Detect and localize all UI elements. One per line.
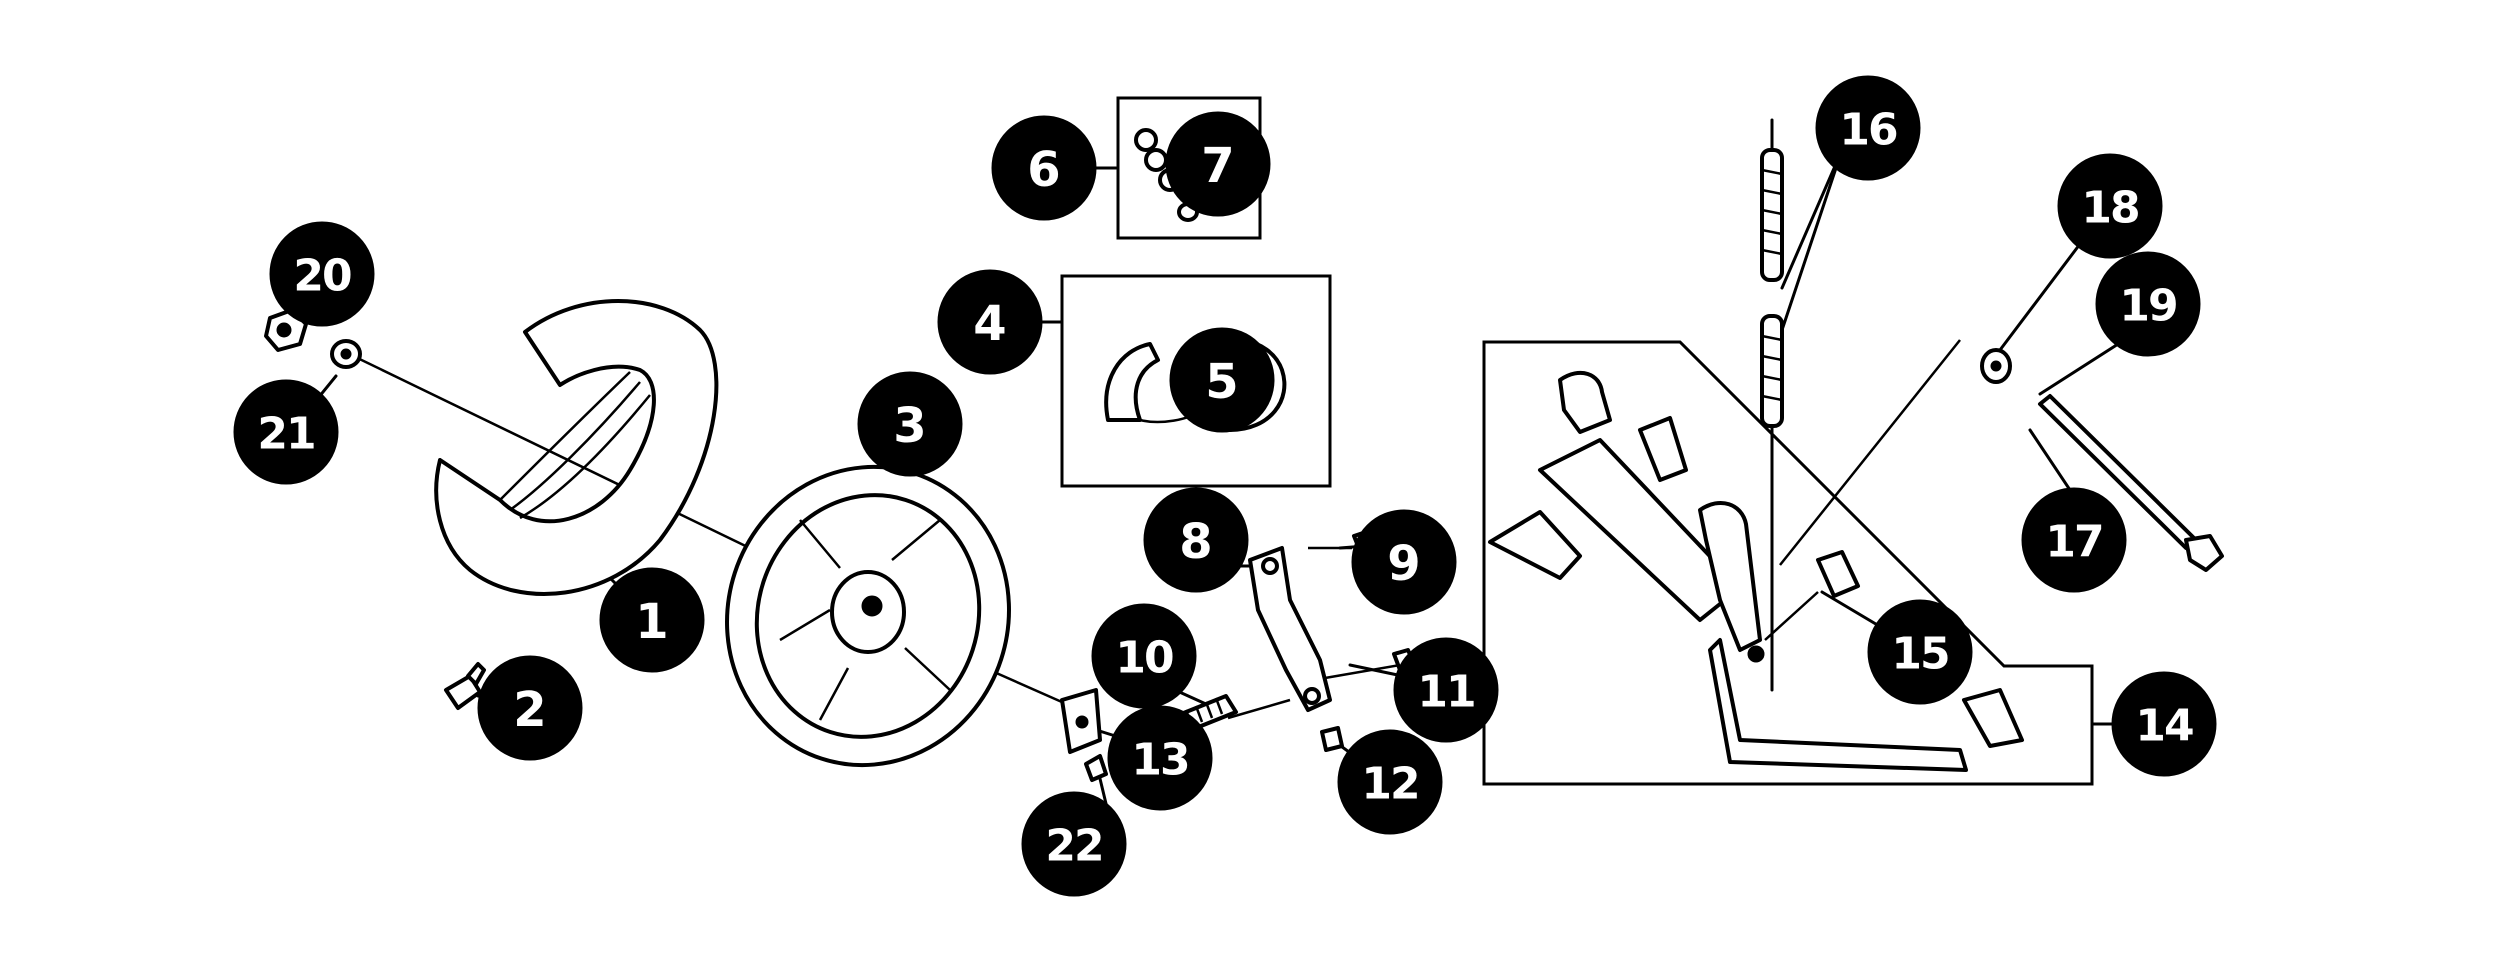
svg-text:15: 15 — [1891, 629, 1948, 680]
svg-text:21: 21 — [257, 409, 314, 460]
callout-9: 9 — [1351, 509, 1457, 615]
svg-text:12: 12 — [1361, 759, 1418, 810]
svg-text:14: 14 — [2135, 701, 2193, 752]
pivot-block-part — [1816, 550, 1860, 598]
kickstand-part — [1488, 370, 2024, 772]
callout-8: 8 — [1143, 487, 1249, 593]
callout-22: 22 — [1021, 791, 1127, 897]
callout-12: 12 — [1337, 729, 1443, 835]
svg-text:10: 10 — [1115, 633, 1173, 684]
callout-11: 11 — [1393, 637, 1499, 743]
svg-text:17: 17 — [2045, 517, 2102, 568]
callout-14: 14 — [2111, 671, 2217, 777]
callout-7: 7 — [1165, 111, 1271, 217]
svg-text:18: 18 — [2081, 183, 2138, 234]
brake-arm-part — [1248, 546, 1332, 712]
callout-18: 18 — [2057, 153, 2163, 259]
callout-20: 20 — [269, 221, 375, 327]
svg-text:3: 3 — [893, 398, 926, 454]
bracket-part — [1060, 688, 1108, 782]
bushing-part — [1980, 348, 2012, 384]
svg-text:1: 1 — [635, 594, 668, 650]
tire-part — [434, 299, 719, 596]
callout-2: 2 — [477, 655, 583, 761]
callout-17: 17 — [2021, 487, 2127, 593]
box-items-4-5 — [1060, 274, 1332, 488]
callout-10: 10 — [1091, 603, 1197, 709]
callout-3: 3 — [857, 371, 963, 477]
svg-text:22: 22 — [1045, 821, 1102, 872]
svg-text:6: 6 — [1027, 142, 1060, 198]
svg-text:16: 16 — [1839, 105, 1897, 156]
svg-text:9: 9 — [1387, 536, 1420, 592]
wheel-rim-part — [725, 464, 1011, 768]
svg-text:7: 7 — [1201, 138, 1234, 194]
svg-text:4: 4 — [973, 296, 1006, 352]
callout-21: 21 — [233, 379, 339, 485]
callout-19: 19 — [2095, 251, 2201, 357]
svg-text:11: 11 — [1417, 667, 1474, 718]
callouts: 1 2 3 4 5 6 7 8 9 10 11 12 13 14 15 16 1… — [233, 75, 2217, 897]
callout-6: 6 — [991, 115, 1097, 221]
callout-1: 1 — [599, 567, 705, 673]
washer-part — [330, 339, 362, 369]
svg-text:5: 5 — [1205, 354, 1238, 410]
svg-text:2: 2 — [513, 682, 546, 738]
pivot-bolt-part — [2038, 394, 2224, 572]
callout-16: 16 — [1815, 75, 1921, 181]
callout-15: 15 — [1867, 599, 1973, 705]
svg-text:13: 13 — [1131, 735, 1188, 786]
svg-text:20: 20 — [293, 251, 351, 302]
return-spring-part — [1760, 118, 1784, 692]
callout-13: 13 — [1107, 705, 1213, 811]
callout-4: 4 — [937, 269, 1043, 375]
svg-text:8: 8 — [1179, 514, 1212, 570]
box-item-14 — [1482, 340, 2094, 786]
callout-5: 5 — [1169, 327, 1275, 433]
svg-text:19: 19 — [2119, 281, 2176, 332]
